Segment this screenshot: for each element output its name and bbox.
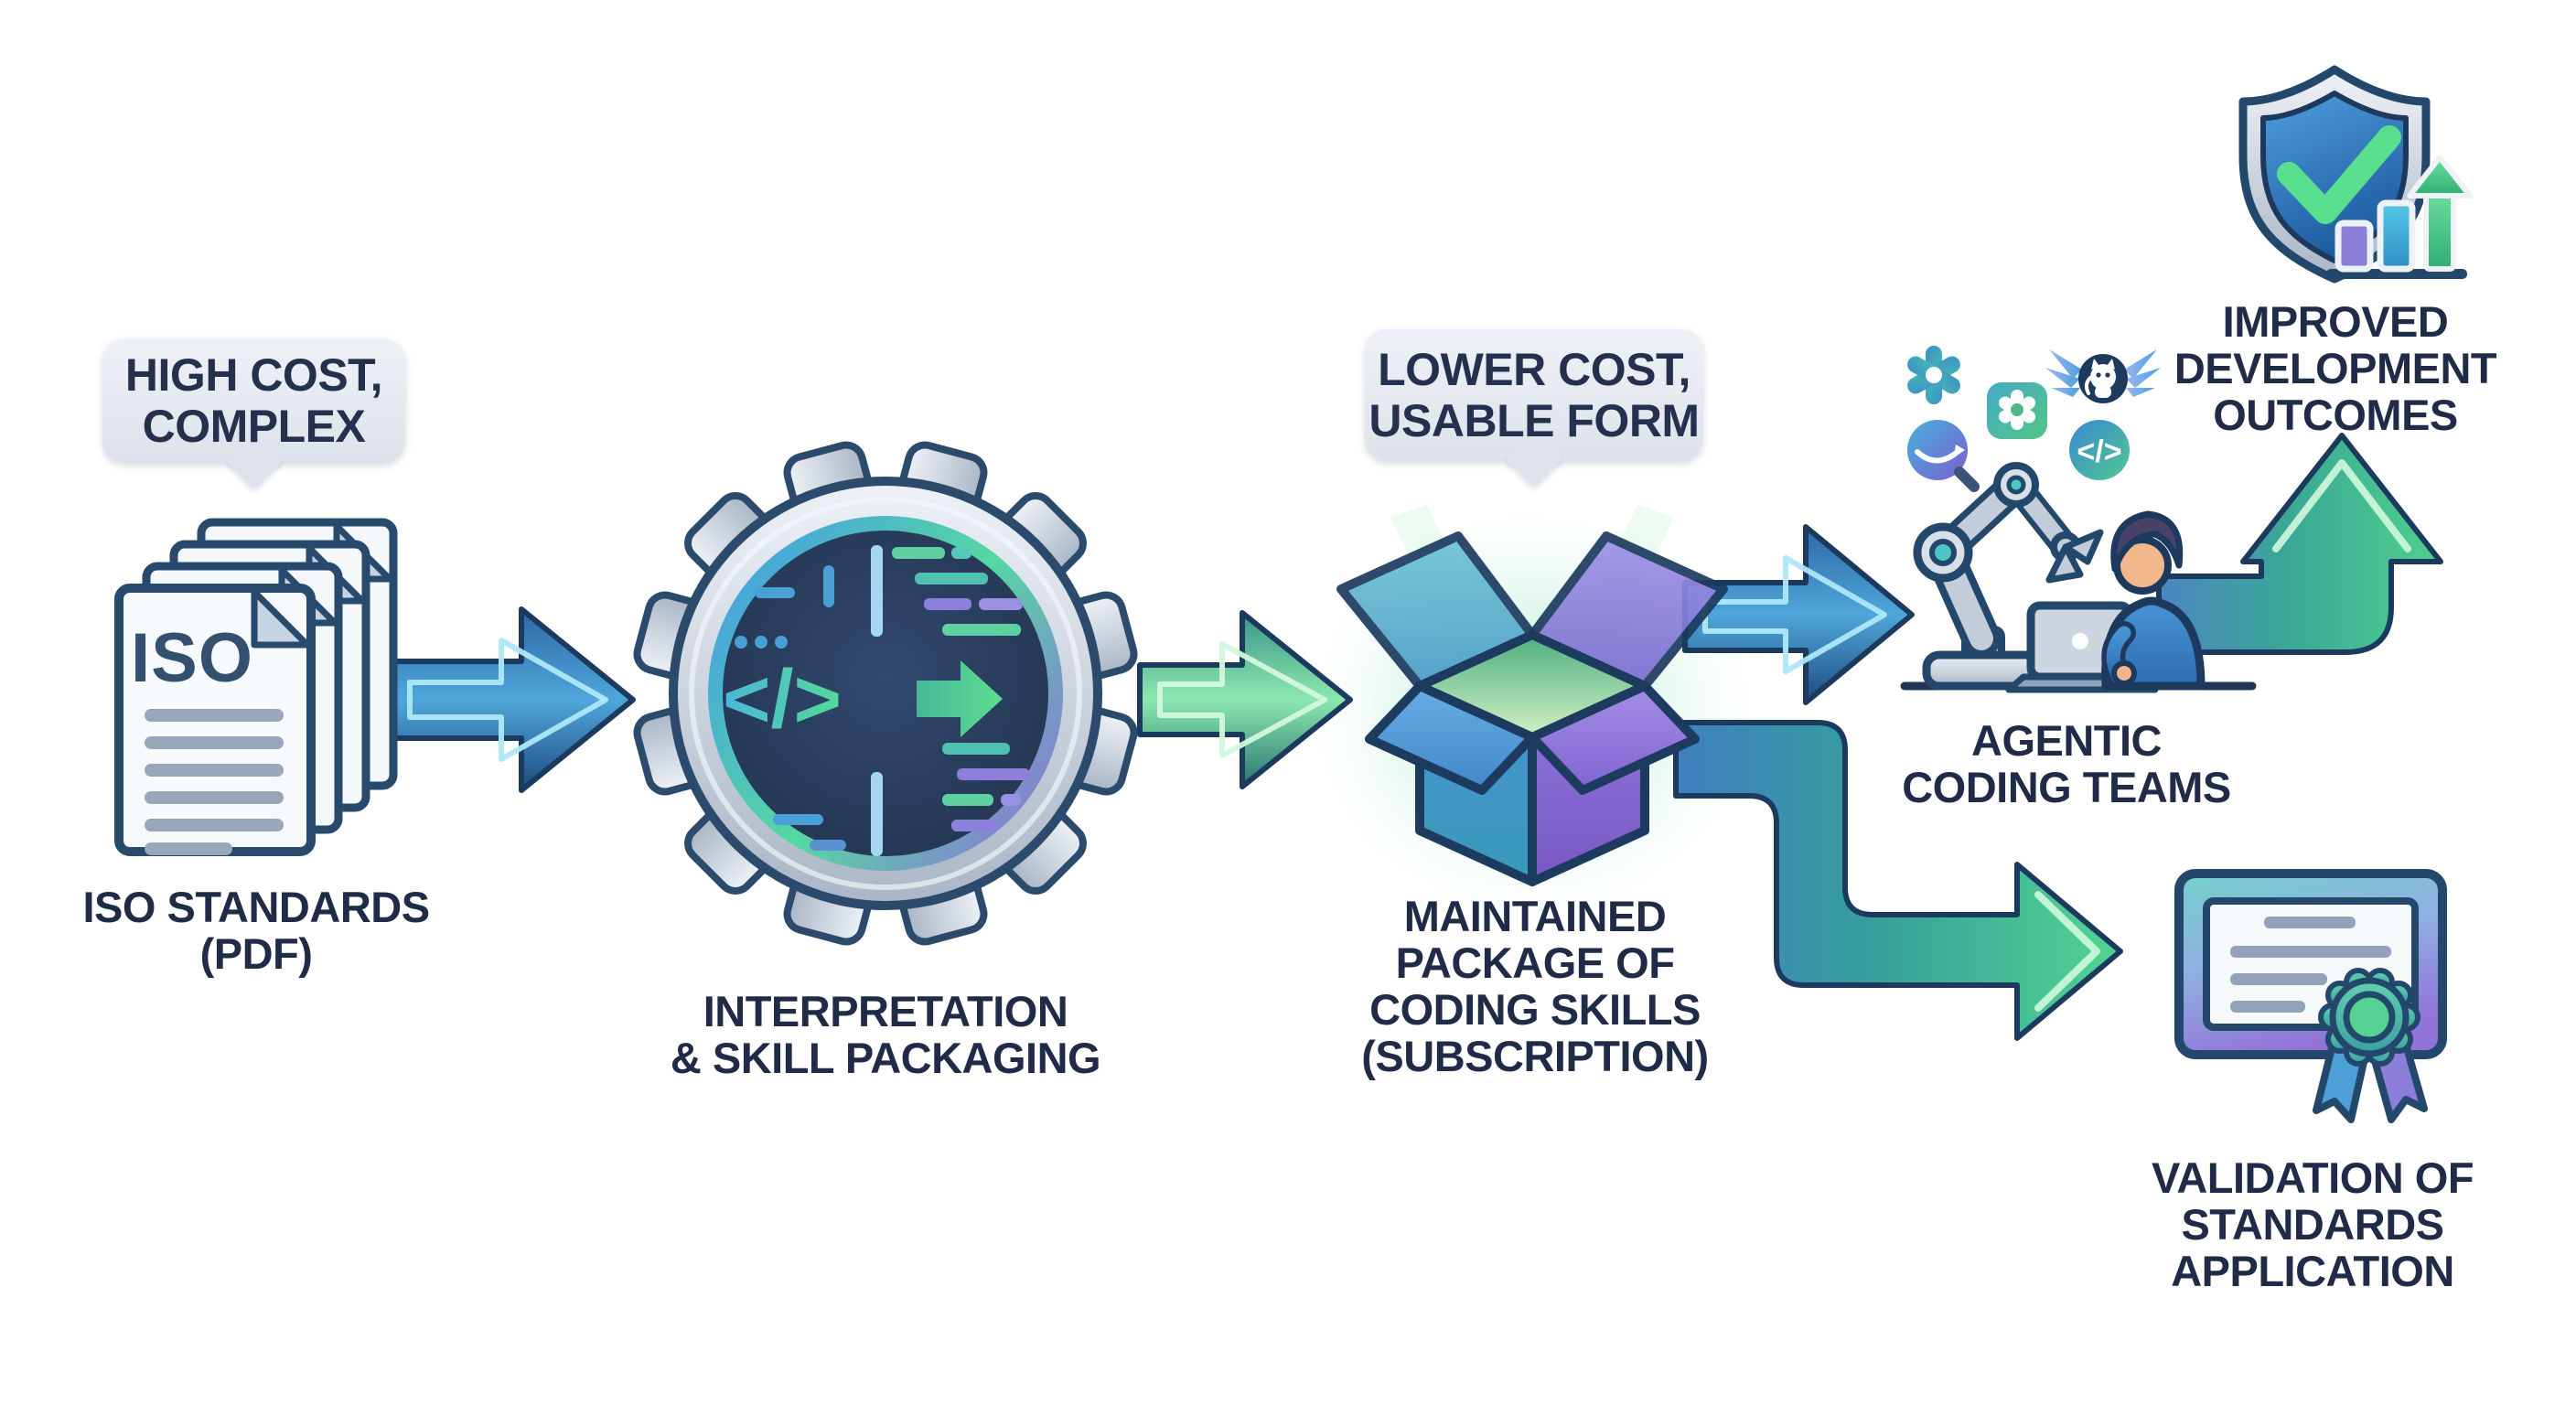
outcomes-label: IMPROVED DEVELOPMENT OUTCOMES (2174, 297, 2497, 439)
lower-cost-callout-text: LOWER COST, USABLE FORM (1368, 344, 1700, 446)
openai-logo-icon (1907, 346, 1960, 404)
document-page-front: ISO (114, 584, 316, 856)
gear-code-content: </> (723, 545, 1030, 856)
lower-cost-callout: LOWER COST, USABLE FORM (1365, 329, 1703, 488)
code-lines-right (892, 547, 1030, 831)
document-text-lines (145, 709, 284, 855)
arrow-gear-to-box (1137, 610, 1353, 789)
code-glyph: </> (723, 654, 842, 745)
code-badge-glyph: </> (2077, 434, 2121, 469)
person-hair (2110, 510, 2184, 573)
openai-app-icon (1987, 382, 2047, 439)
arrow-iso-to-gear (386, 606, 636, 793)
robot-gripper (2045, 543, 2084, 584)
document-title-text: ISO (131, 619, 253, 697)
arrow-box-to-validation (1673, 720, 2123, 1041)
ai-logos: </> (1907, 346, 2161, 492)
certificate-seal (2313, 968, 2428, 1123)
gear-code-icon: </> (633, 441, 1138, 946)
github-wings-icon (2045, 349, 2161, 403)
certificate-icon (2174, 869, 2447, 1123)
robot-gripper (2062, 529, 2104, 565)
validation-label: VALIDATION OF STANDARDS APPLICATION (2151, 1153, 2474, 1295)
up-arrow-head (2407, 155, 2473, 198)
box-flap-front-right (1528, 681, 1700, 795)
iso-standards-label: ISO STANDARDS (PDF) (82, 883, 430, 978)
high-cost-callout: HIGH COST, COMPLEX (102, 338, 405, 490)
check-icon (2277, 125, 2401, 224)
box-flap-front-left (1365, 681, 1537, 795)
shield-check-chart-icon (2238, 65, 2473, 284)
certificate-text-lines (2230, 917, 2391, 1013)
shield-inner (2260, 91, 2409, 263)
up-arrow-shaft (2423, 186, 2456, 272)
code-badge-icon: </> (2069, 420, 2130, 480)
agentic-teams-label: AGENTIC CODING TEAMS (1902, 716, 2231, 811)
high-cost-callout-text: HIGH COST, COMPLEX (124, 349, 383, 452)
growth-chart (2326, 155, 2473, 279)
arrow-box-to-teams (1682, 524, 1915, 705)
arrow-teams-to-outcomes (2156, 433, 2443, 655)
person-hand (2111, 660, 2137, 686)
interpretation-label: INTERPRETATION & SKILL PACKAGING (670, 987, 1101, 1082)
document-stack-icon: ISO (114, 518, 398, 856)
amazon-q-icon (1907, 420, 1980, 492)
gear-body-highlight (689, 497, 1082, 890)
robot-developer-icon (1900, 462, 2257, 693)
open-box-icon (1336, 505, 1728, 886)
code-marks-left (735, 565, 846, 851)
package-label: MAINTAINED PACKAGE OF CODING SKILLS (SUB… (1361, 892, 1709, 1080)
bar-blue (2377, 199, 2416, 273)
transform-arrow-icon (917, 660, 1003, 737)
bar-purple (2334, 220, 2374, 273)
robot-arm (1913, 462, 2104, 658)
developer-person (2101, 510, 2206, 691)
